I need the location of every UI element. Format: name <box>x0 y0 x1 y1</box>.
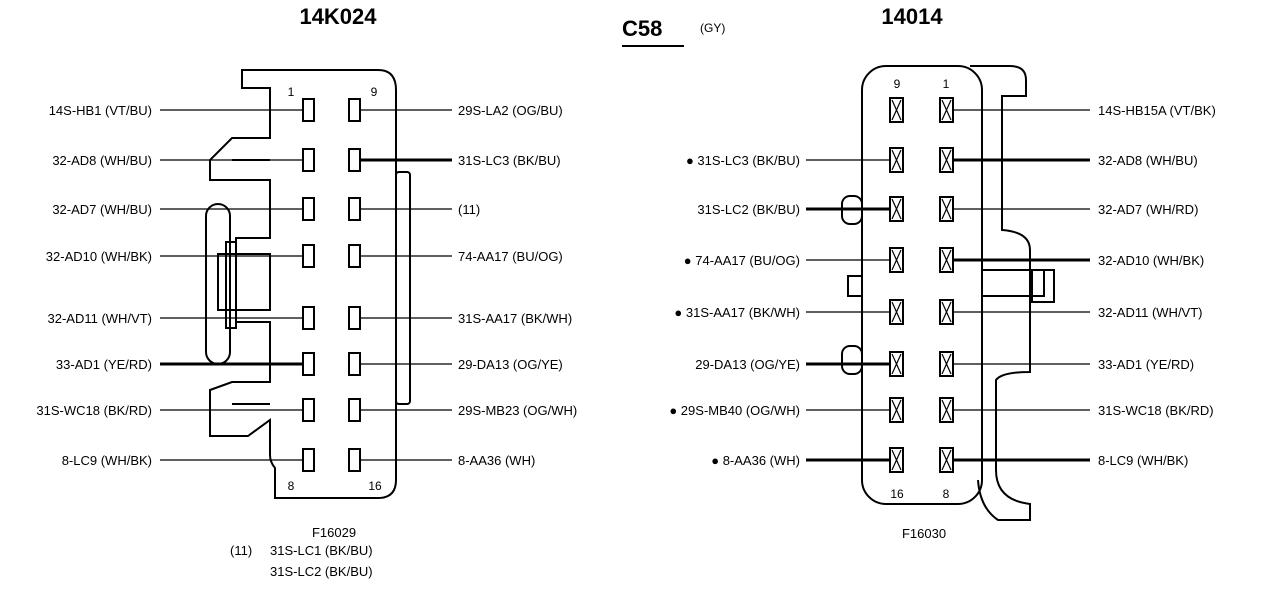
right-wire-label-left-7: ● 29S-MB40 (OG/WH) <box>669 403 800 418</box>
left-wire-label-left-4: 32-AD10 (WH/BK) <box>46 249 152 264</box>
right-cavity-col1-row8 <box>889 447 904 473</box>
right-cavity-col1-row5 <box>889 299 904 325</box>
right-cavity-col1-row2 <box>889 147 904 173</box>
right-wire-label-left-3: 31S-LC2 (BK/BU) <box>697 202 800 217</box>
right-cavity-col1-row3 <box>889 196 904 222</box>
right-connector-wires: 14S-HB15A (VT/BK) 32-AD8 (WH/BU) ● 31S-LC3… <box>669 103 1215 468</box>
left-cavity-col1-row4 <box>302 244 315 268</box>
right-connector-key-lower <box>841 345 863 375</box>
right-wire-label-left-6: 29-DA13 (OG/YE) <box>695 357 800 372</box>
left-pin-number-8: 8 <box>288 479 295 493</box>
left-figure-id: F16029 <box>312 525 356 540</box>
left-wire-label-right-3: (11) <box>458 202 480 217</box>
left-connector-cavities <box>302 98 361 472</box>
left-wire-label-right-5: 31S-AA17 (BK/WH) <box>458 311 572 326</box>
left-wire-label-right-2: 31S-LC3 (BK/BU) <box>458 153 561 168</box>
right-pin-number-9: 9 <box>894 77 901 91</box>
left-pin-number-9: 9 <box>371 85 378 99</box>
left-wire-label-right-7: 29S-MB23 (OG/WH) <box>458 403 577 418</box>
left-cavity-col1-row5 <box>302 306 315 330</box>
right-wire-label-right-8: 8-LC9 (WH/BK) <box>1098 453 1188 468</box>
right-connector-housing-outline <box>861 65 983 505</box>
left-connector <box>205 69 411 499</box>
left-cavity-col2-row2 <box>348 148 361 172</box>
right-wire-label-left-5: ● 31S-AA17 (BK/WH) <box>674 305 800 320</box>
right-figure-id: F16030 <box>902 526 946 541</box>
right-cavity-col1-row1 <box>889 97 904 123</box>
left-cavity-col2-row6 <box>348 352 361 376</box>
right-wire-label-left-2: ● 31S-LC3 (BK/BU) <box>686 153 800 168</box>
right-cavity-col2-row2 <box>939 147 954 173</box>
left-cavity-col2-row3 <box>348 197 361 221</box>
left-footnote-line-1: 31S-LC1 (BK/BU) <box>270 543 373 558</box>
right-cavity-col2-row8 <box>939 447 954 473</box>
right-wire-label-right-5: 32-AD11 (WH/VT) <box>1098 305 1203 320</box>
right-cavity-col2-row5 <box>939 299 954 325</box>
right-pin-number-16: 16 <box>890 487 904 501</box>
left-cavity-col2-row4 <box>348 244 361 268</box>
right-cavity-col2-row3 <box>939 196 954 222</box>
left-cavity-col2-row7 <box>348 398 361 422</box>
left-wire-label-right-8: 8-AA36 (WH) <box>458 453 535 468</box>
right-wire-label-right-3: 32-AD7 (WH/RD) <box>1098 202 1198 217</box>
right-connector <box>841 65 1055 521</box>
right-wire-label-right-7: 31S-WC18 (BK/RD) <box>1098 403 1214 418</box>
left-connector-side-latch <box>395 171 411 405</box>
right-wire-label-left-8: ● 8-AA36 (WH) <box>711 453 800 468</box>
right-cavity-col1-row7 <box>889 397 904 423</box>
right-cavity-col1-row6 <box>889 351 904 377</box>
left-wire-label-left-8: 8-LC9 (WH/BK) <box>62 453 152 468</box>
right-cavity-col2-row1 <box>939 97 954 123</box>
connector-color-code: (GY) <box>700 21 725 35</box>
right-pin-number-1: 1 <box>943 77 950 91</box>
left-cavity-col1-row6 <box>302 352 315 376</box>
left-wire-label-right-6: 29-DA13 (OG/YE) <box>458 357 563 372</box>
left-wire-label-left-7: 31S-WC18 (BK/RD) <box>36 403 152 418</box>
connector-id: C58 <box>622 16 662 41</box>
left-connector-part-number: 14K024 <box>299 4 377 29</box>
left-cavity-col1-row7 <box>302 398 315 422</box>
right-cavity-col2-row4 <box>939 247 954 273</box>
left-cavity-col2-row1 <box>348 98 361 122</box>
right-pin-number-8: 8 <box>943 487 950 501</box>
left-connector-wires: 14S-HB1 (VT/BU) 29S-LA2 (OG/BU) 32-AD8 (WH… <box>36 103 577 468</box>
right-cavity-col2-row7 <box>939 397 954 423</box>
right-wire-label-right-6: 33-AD1 (YE/RD) <box>1098 357 1194 372</box>
right-connector-outer-shell <box>970 65 1031 521</box>
right-connector-lock-arm <box>981 269 1045 297</box>
left-connector-locking-tab-bar <box>225 241 237 329</box>
left-connector-housing-outline <box>209 69 397 499</box>
left-cavity-col1-row2 <box>302 148 315 172</box>
left-pin-number-16: 16 <box>368 479 382 493</box>
right-wire-label-left-4: ● 74-AA17 (BU/OG) <box>684 253 800 268</box>
left-footnote-line-2: 31S-LC2 (BK/BU) <box>270 564 373 579</box>
left-wire-label-right-4: 74-AA17 (BU/OG) <box>458 249 563 264</box>
left-connector-locking-tab <box>217 253 271 311</box>
left-wire-label-right-1: 29S-LA2 (OG/BU) <box>458 103 563 118</box>
left-cavity-col1-row1 <box>302 98 315 122</box>
left-wire-label-left-6: 33-AD1 (YE/RD) <box>56 357 152 372</box>
right-connector-key-middle <box>847 275 863 297</box>
right-wire-label-right-1: 14S-HB15A (VT/BK) <box>1098 103 1216 118</box>
right-wire-label-right-4: 32-AD10 (WH/BK) <box>1098 253 1204 268</box>
left-cavity-col2-row5 <box>348 306 361 330</box>
right-cavity-col1-row4 <box>889 247 904 273</box>
left-cavity-col1-row3 <box>302 197 315 221</box>
left-wire-label-left-1: 14S-HB1 (VT/BU) <box>49 103 152 118</box>
right-connector-cavities <box>889 97 954 473</box>
left-footnote-marker: (11) <box>230 543 252 558</box>
left-cavity-col2-row8 <box>348 448 361 472</box>
left-pin-number-1: 1 <box>288 85 295 99</box>
left-wire-label-left-3: 32-AD7 (WH/BU) <box>52 202 152 217</box>
left-wire-label-left-2: 32-AD8 (WH/BU) <box>52 153 152 168</box>
right-connector-part-number: 14014 <box>881 4 943 29</box>
left-wire-label-left-5: 32-AD11 (WH/VT) <box>48 311 153 326</box>
left-cavity-col1-row8 <box>302 448 315 472</box>
right-wire-label-right-2: 32-AD8 (WH/BU) <box>1098 153 1198 168</box>
right-connector-lock-tab <box>1031 269 1055 303</box>
right-cavity-col2-row6 <box>939 351 954 377</box>
